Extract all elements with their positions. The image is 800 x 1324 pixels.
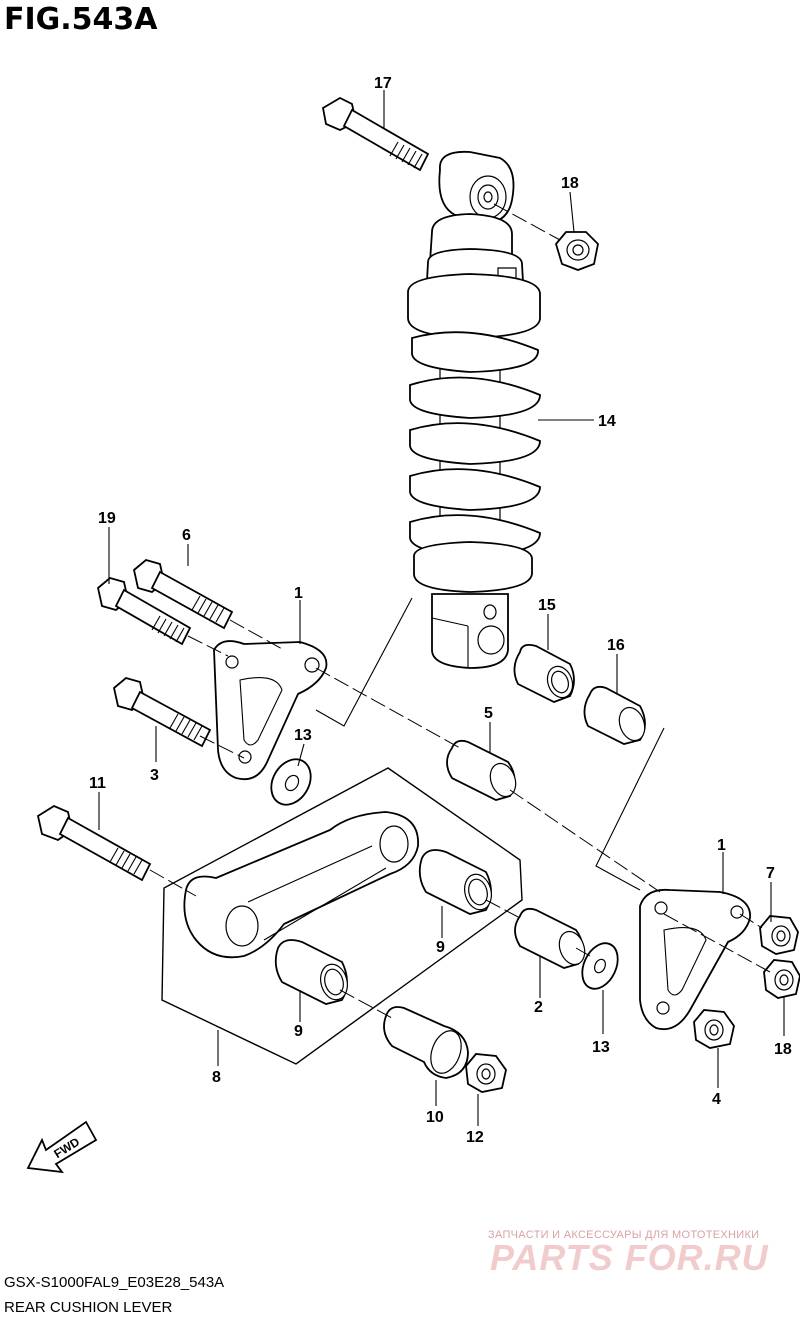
callout-1-left: 1 [294,585,303,602]
bolt-3 [113,677,212,748]
figure-title: FIG.543A [4,2,158,37]
washer-13-right [581,942,619,990]
spacer-5 [446,739,517,801]
callout-13-left: 13 [294,727,312,744]
callout-19: 19 [98,510,116,527]
cushion-rod-8 [183,811,419,959]
callout-18-right: 18 [774,1041,792,1058]
bolt-17 [321,96,430,172]
callout-3: 3 [150,767,159,784]
nut-7 [759,915,799,955]
callout-9-lower: 9 [294,1023,303,1040]
bearing-9-upper [418,849,492,915]
callout-5: 5 [484,705,493,722]
callout-18-top: 18 [561,175,579,192]
rod-assembly-frame [161,767,523,1065]
callout-4: 4 [712,1091,721,1108]
spacer-2 [514,907,586,969]
callout-16: 16 [607,637,625,654]
callout-12: 12 [466,1129,484,1146]
callout-6: 6 [182,527,191,544]
callout-11: 11 [89,775,106,792]
nut-18-right [763,959,800,999]
fwd-arrow-icon: FWD [26,1120,98,1174]
model-code: GSX-S1000FAL9_E03E28_543A [4,1274,225,1291]
callout-2: 2 [534,999,543,1016]
callout-17: 17 [374,75,392,92]
spacer-16 [583,685,646,745]
leader-lines [98,90,785,1126]
assembly-guide-lines [149,203,771,1019]
washer-13-left [270,758,312,806]
cushion-lever-plate-1-left [213,640,328,781]
bushing-15 [513,643,575,703]
cushion-lever-plate-1-right [639,888,751,1031]
callout-8: 8 [212,1069,221,1086]
watermark-tagline: ЗАПЧАСТИ И АКСЕССУАРЫ ДЛЯ МОТОТЕХНИКИ [488,1229,760,1241]
callout-10: 10 [426,1109,444,1126]
callout-numbers: 17 18 14 19 6 1 15 16 5 13 3 11 1 7 9 9 … [89,75,792,1146]
callout-9-upper: 9 [436,939,445,956]
callout-1-right: 1 [717,837,726,854]
bolt-11 [36,804,152,882]
callout-13-right: 13 [592,1039,610,1056]
nut-18-top [554,231,599,271]
nut-12 [465,1053,507,1093]
bolt-10 [383,1006,469,1079]
bolt-6 [133,559,234,630]
callout-14: 14 [598,413,616,430]
watermark-brand: PARTS FOR.RU [490,1237,769,1278]
callout-7: 7 [766,865,775,882]
rear-shock-absorber [407,150,541,669]
bearing-9-lower [274,939,348,1005]
diagram-name: REAR CUSHION LEVER [4,1299,173,1316]
bolt-19 [97,577,192,646]
nut-4 [693,1009,735,1049]
callout-15: 15 [538,597,556,614]
